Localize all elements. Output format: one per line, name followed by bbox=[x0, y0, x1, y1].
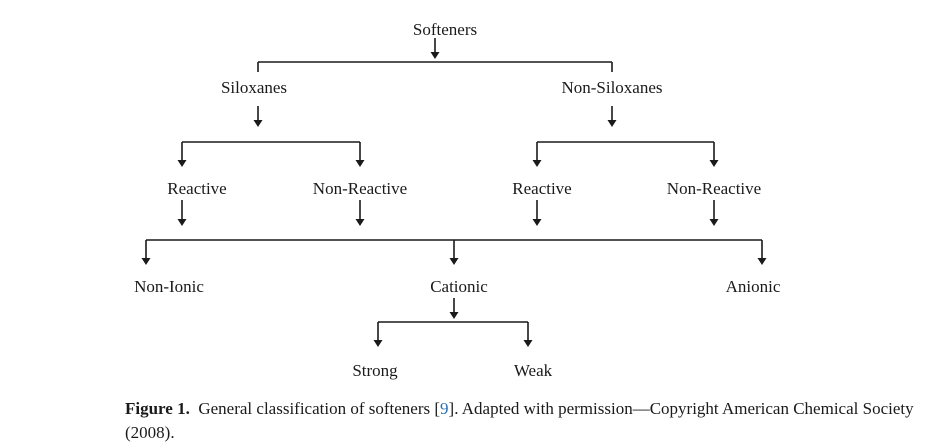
figure-caption: Figure 1. General classification of soft… bbox=[125, 397, 920, 445]
arrowhead bbox=[141, 258, 151, 265]
citation-link[interactable]: 9 bbox=[440, 399, 449, 418]
arrowhead bbox=[373, 340, 383, 347]
arrowhead bbox=[523, 340, 533, 347]
arrowhead bbox=[532, 219, 542, 226]
arrowhead bbox=[449, 258, 459, 265]
arrowhead bbox=[709, 219, 719, 226]
arrowhead bbox=[355, 219, 365, 226]
node-siloxanes: Siloxanes bbox=[221, 78, 287, 97]
arrowhead bbox=[177, 219, 187, 226]
caption-text-continued: ]. Adapted with permission—Copyright Ame… bbox=[125, 399, 914, 442]
softener-classification-diagram: Softeners Siloxanes Non-Siloxanes Reacti… bbox=[134, 20, 781, 380]
arrowhead bbox=[449, 312, 459, 319]
node-weak: Weak bbox=[514, 361, 553, 380]
arrowhead bbox=[355, 160, 365, 167]
node-strong: Strong bbox=[352, 361, 398, 380]
arrowhead bbox=[430, 52, 440, 59]
arrowhead bbox=[532, 160, 542, 167]
arrowhead bbox=[253, 120, 263, 127]
node-non-reactive-siloxanes: Non-Reactive bbox=[313, 179, 407, 198]
node-cationic: Cationic bbox=[430, 277, 488, 296]
node-reactive-siloxanes: Reactive bbox=[167, 179, 226, 198]
node-reactive-non-siloxanes: Reactive bbox=[512, 179, 571, 198]
arrowhead bbox=[757, 258, 767, 265]
node-non-ionic: Non-Ionic bbox=[134, 277, 204, 296]
node-softeners: Softeners bbox=[413, 20, 477, 39]
arrowhead bbox=[709, 160, 719, 167]
caption-text: General classification of softeners [ bbox=[198, 399, 441, 418]
node-non-siloxanes: Non-Siloxanes bbox=[561, 78, 662, 97]
figure-label: Figure 1. bbox=[125, 399, 190, 418]
node-anionic: Anionic bbox=[726, 277, 781, 296]
arrowhead bbox=[177, 160, 187, 167]
arrowhead bbox=[607, 120, 617, 127]
node-non-reactive-non-siloxanes: Non-Reactive bbox=[667, 179, 761, 198]
